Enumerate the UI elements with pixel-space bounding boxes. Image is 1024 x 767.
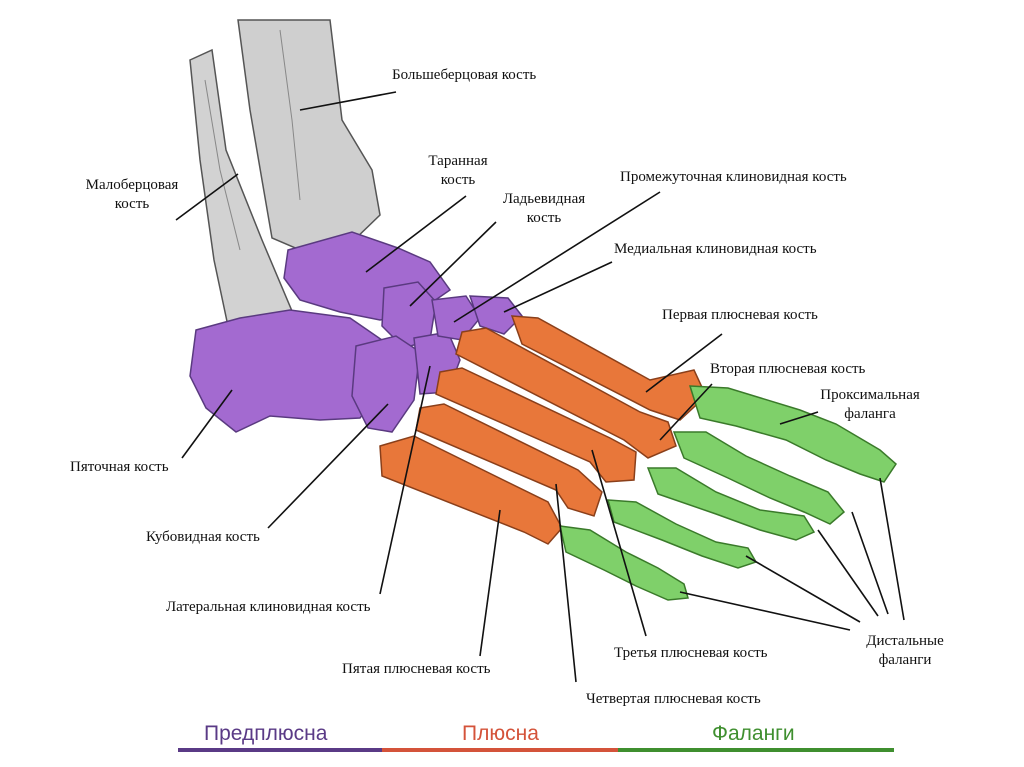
label-second-metatarsal: Вторая плюсневая кость	[710, 361, 866, 377]
label-talus-line1: Таранная	[428, 153, 488, 169]
label-intermediate-cuneiform: Промежуточная клиновидная кость	[620, 169, 847, 185]
fibula-shading	[204, 79, 241, 251]
metatarsal-2-bone	[455, 327, 677, 459]
label-navicular-line1: Ладьевидная	[502, 191, 586, 207]
label-distal-phalanges-line1: Дистальные	[866, 633, 944, 649]
legend-bar-phalanges	[618, 748, 894, 752]
label-lateral-cuneiform: Латеральная клиновидная кость	[166, 599, 371, 615]
leader-fibula	[175, 173, 239, 221]
label-fibula: Малоберцовая кость	[72, 176, 192, 214]
metatarsal-3-bone	[435, 367, 637, 483]
leader-navicular	[409, 221, 497, 307]
label-fibula-line1: Малоберцовая	[85, 177, 179, 193]
label-talus-line2: кость	[440, 172, 476, 188]
label-navicular: Ладьевидная кость	[484, 190, 604, 228]
label-proximal-phalanx-line1: Проксимальная	[820, 387, 920, 403]
leg-bones	[189, 19, 381, 351]
legend-phalanges: Фаланги	[712, 722, 795, 745]
leader-distal-3	[817, 529, 879, 617]
metatarsal-5-bone	[379, 435, 563, 545]
medial-cuneiform-bone	[468, 295, 523, 335]
leader-lines	[175, 91, 905, 683]
label-cuboid: Кубовидная кость	[146, 529, 260, 545]
label-proximal-phalanx: Проксимальная фаланга	[800, 386, 940, 424]
leader-fifth-metatarsal	[479, 509, 501, 657]
label-third-metatarsal: Третья плюсневая кость	[614, 645, 768, 661]
phalanx-toe-2	[672, 431, 846, 525]
calcaneus-bone	[189, 309, 383, 433]
legend-metatarsus: Плюсна	[462, 722, 539, 745]
leader-talus	[365, 195, 467, 273]
tarsal-bones	[189, 231, 523, 433]
label-navicular-line2: кость	[526, 210, 562, 226]
label-talus: Таранная кость	[408, 152, 508, 190]
leader-first-metatarsal	[645, 333, 723, 393]
leader-third-metatarsal	[591, 449, 647, 637]
leader-tibia	[299, 91, 397, 111]
label-first-metatarsal: Первая плюсневая кость	[662, 307, 818, 323]
phalanx-toe-3	[646, 467, 816, 541]
label-medial-cuneiform: Медиальная клиновидная кость	[614, 241, 817, 257]
label-distal-phalanges: Дистальные фаланги	[840, 632, 970, 670]
leader-second-metatarsal	[659, 383, 713, 441]
label-fourth-metatarsal: Четвертая плюсневая кость	[586, 691, 761, 707]
legend-tarsus: Предплюсна	[204, 722, 328, 745]
legend-bar-metatarsus	[382, 748, 618, 752]
leader-distal-4	[745, 555, 861, 623]
tibia-shading	[279, 29, 301, 201]
leader-proximal-phalanx	[779, 411, 819, 425]
intermediate-cuneiform-bone	[431, 295, 481, 341]
leader-medial-cuneiform	[503, 261, 613, 313]
leader-distal-5	[679, 591, 851, 631]
label-fifth-metatarsal: Пятая плюсневая кость	[342, 661, 491, 677]
label-calcaneus: Пяточная кость	[70, 459, 169, 475]
leader-distal-1	[879, 477, 905, 621]
label-tibia: Большеберцовая кость	[392, 67, 537, 83]
label-fibula-line2: кость	[114, 196, 150, 212]
leader-intermediate-cuneiform	[453, 191, 661, 323]
tibia-bone	[237, 19, 381, 251]
phalanx-bones	[559, 385, 897, 601]
metatarsal-4-bone	[415, 403, 603, 517]
leader-calcaneus	[181, 389, 233, 459]
label-distal-phalanges-line2: фаланги	[878, 652, 932, 668]
label-proximal-phalanx-line2: фаланга	[844, 406, 896, 422]
cuboid-bone	[351, 335, 421, 433]
phalanx-toe-1	[688, 385, 897, 483]
leader-fourth-metatarsal	[555, 483, 577, 683]
legend-bar-tarsus	[178, 748, 382, 752]
leader-cuboid	[267, 403, 389, 529]
leader-lateral-cuneiform	[379, 365, 431, 595]
leader-distal-2	[851, 511, 889, 615]
metatarsal-bones	[379, 315, 707, 545]
